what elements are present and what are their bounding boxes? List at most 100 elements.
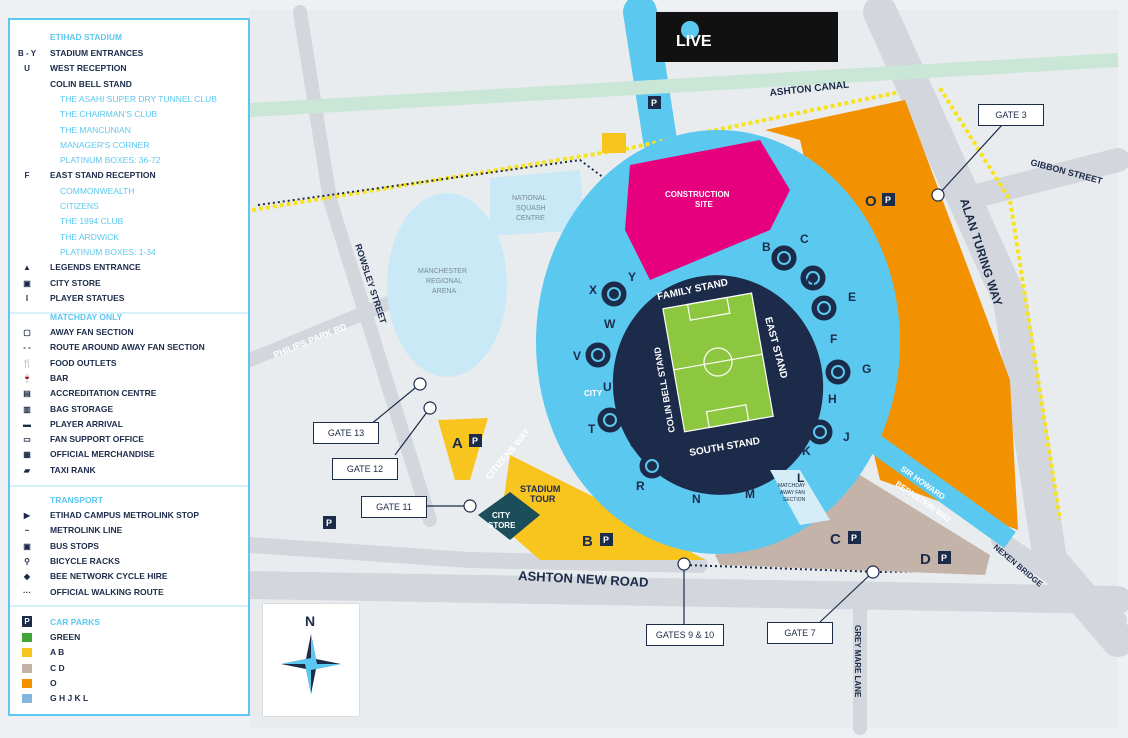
entrance-d[interactable]: D: [806, 276, 815, 290]
legend-transport-label: BEE NETWORK CYCLE HIRE: [50, 571, 168, 582]
entrance-c-turnstile-icon: [771, 245, 797, 271]
entrance-s-turnstile-icon: [597, 407, 623, 433]
entrance-v[interactable]: V: [573, 349, 582, 363]
legend-transport-icon: ▶: [23, 511, 31, 520]
legend-stadium-label: COLIN BELL STAND: [50, 78, 132, 89]
legend-stadium-icon: I: [25, 293, 29, 303]
legend-matchday-label: TAXI RANK: [50, 464, 96, 475]
legend-matchday-label: PLAYER ARRIVAL: [50, 418, 123, 429]
co-op-live-logo-icon: [681, 21, 699, 39]
legend-transport-label: BUS STOPS: [50, 540, 99, 551]
legend-stadium-title: ETIHAD STADIUM: [50, 32, 123, 42]
entrance-s-ring: [603, 413, 617, 427]
legend-stadium-label: CITIZENS: [60, 201, 99, 211]
legend-stadium-item: CITIZENS: [10, 199, 248, 214]
legend-matchday-item: ▬PLAYER ARRIVAL: [10, 417, 248, 432]
squash-centre: [490, 170, 585, 236]
entrance-u[interactable]: U: [603, 380, 612, 394]
label-away-fan-3: SECTION: [783, 497, 806, 503]
entrance-e-ring: [817, 301, 831, 315]
legend-matchday-icon: ▭: [23, 435, 31, 445]
legend-stadium-item: THE CHAIRMAN'S CLUB: [10, 107, 248, 122]
entrance-g[interactable]: G: [862, 362, 872, 376]
car-park-o-letter: O: [865, 193, 877, 210]
entrance-t[interactable]: T: [588, 422, 596, 436]
car-park-d-letter: D: [920, 551, 931, 568]
legend-matchday-label: BAG STORAGE: [50, 403, 114, 414]
car-park-cd: [715, 475, 990, 575]
legend-carpark-item: C D: [10, 661, 248, 676]
gate-12-label[interactable]: GATE 12: [332, 458, 398, 480]
entrance-r[interactable]: R: [636, 479, 645, 493]
label-city-store-1: CITY: [492, 511, 511, 520]
legend-stadium-label: PLATINUM BOXES: 1-34: [60, 246, 156, 257]
gates-9-10-label[interactable]: GATES 9 & 10: [646, 624, 724, 646]
legend-stadium-label: CITY STORE: [50, 277, 101, 288]
legend-matchday-label: OFFICIAL MERCHANDISE: [50, 449, 155, 460]
entrance-x[interactable]: X: [589, 283, 598, 297]
compass-rose-icon: N: [281, 613, 341, 694]
legend-stadium-label: PLATINUM BOXES: 36-72: [60, 155, 161, 166]
legend-matchday-icon: ▥: [23, 404, 31, 414]
pitch: [662, 292, 774, 433]
entrance-l[interactable]: L: [797, 471, 805, 485]
legend-stadium-label: EAST STAND RECEPTION: [50, 170, 156, 181]
legend-transport-label: METROLINK LINE: [50, 525, 123, 536]
entrance-m[interactable]: M: [745, 487, 755, 501]
legend-matchday-label: BAR: [50, 372, 69, 383]
gate-11-label[interactable]: GATE 11: [361, 496, 427, 518]
entrance-h[interactable]: H: [828, 392, 837, 406]
legend-stadium-item: PLATINUM BOXES: 1-34: [10, 245, 248, 260]
gate-3-label[interactable]: GATE 3: [978, 104, 1044, 126]
legend-stadium-label: WEST RECEPTION: [50, 63, 127, 74]
legend-carpark-label: GREEN: [50, 632, 81, 642]
legend-stadium-item: PLATINUM BOXES: 36-72: [10, 153, 248, 168]
legend-matchday-item: ▦OFFICIAL MERCHANDISE: [10, 447, 248, 462]
legend-matchday-label: AWAY FAN SECTION: [50, 327, 134, 337]
gate-13-label[interactable]: GATE 13: [313, 422, 379, 444]
entrance-b[interactable]: B: [762, 240, 771, 254]
entrance-c[interactable]: C: [800, 232, 809, 246]
entrance-k[interactable]: K: [802, 444, 811, 458]
legend-stadium-label: LEGENDS ENTRANCE: [50, 262, 141, 273]
legend-stadium-item: COMMONWEALTH: [10, 184, 248, 199]
entrance-s[interactable]: S: [630, 436, 639, 450]
city-store[interactable]: [478, 492, 540, 540]
legend-matchday-label: ACCREDITATION CENTRE: [50, 388, 157, 399]
gate-markers: [369, 124, 1003, 625]
construction-site: [625, 140, 790, 280]
entrance-f[interactable]: F: [830, 332, 838, 346]
entrance-y[interactable]: Y: [628, 270, 637, 284]
svg-text:P: P: [851, 533, 857, 543]
label-site: SITE: [695, 200, 713, 209]
legend-stadium-item: ▣CITY STORE: [10, 276, 248, 291]
entrance-n[interactable]: N: [692, 492, 701, 506]
svg-text:P: P: [885, 195, 891, 205]
entrance-x-ring: [607, 287, 621, 301]
legend-transport-item: ···OFFICIAL WALKING ROUTE: [10, 585, 248, 600]
legend-stadium-label: THE CHAIRMAN'S CLUB: [60, 109, 158, 120]
label-city-store-2: STORE: [488, 521, 516, 530]
legend-stadium-icon: B - Y: [17, 49, 37, 58]
legend-stadium-icon: F: [24, 171, 30, 181]
ashton-canal: [249, 53, 1119, 117]
legend-stadium-label: THE ARDWICK: [60, 231, 120, 242]
entrance-circles: [585, 245, 851, 479]
legend-carpark-item: GREEN: [10, 630, 248, 645]
legend-transport-label: OFFICIAL WALKING ROUTE: [50, 586, 164, 597]
gate-7-label[interactable]: GATE 7: [767, 622, 833, 644]
legend-transport-icon: ▣: [23, 541, 31, 551]
entrance-p[interactable]: P: [676, 470, 685, 484]
legend-matchday-icon: ▢: [23, 328, 31, 337]
legend-matchday-icon: 🍴: [22, 358, 32, 368]
entrance-e-turnstile-icon: [811, 295, 837, 321]
carpark-swatch: [22, 633, 32, 642]
entrance-w[interactable]: W: [604, 317, 616, 331]
entrance-j[interactable]: J: [843, 430, 850, 444]
carpark-swatch: [22, 678, 32, 688]
legend-matchday-item: ▤ACCREDITATION CENTRE: [10, 386, 248, 401]
entrance-e[interactable]: E: [848, 290, 857, 304]
entrance-d-ring: [806, 271, 820, 285]
entrance-p-turnstile-icon: [639, 453, 665, 479]
